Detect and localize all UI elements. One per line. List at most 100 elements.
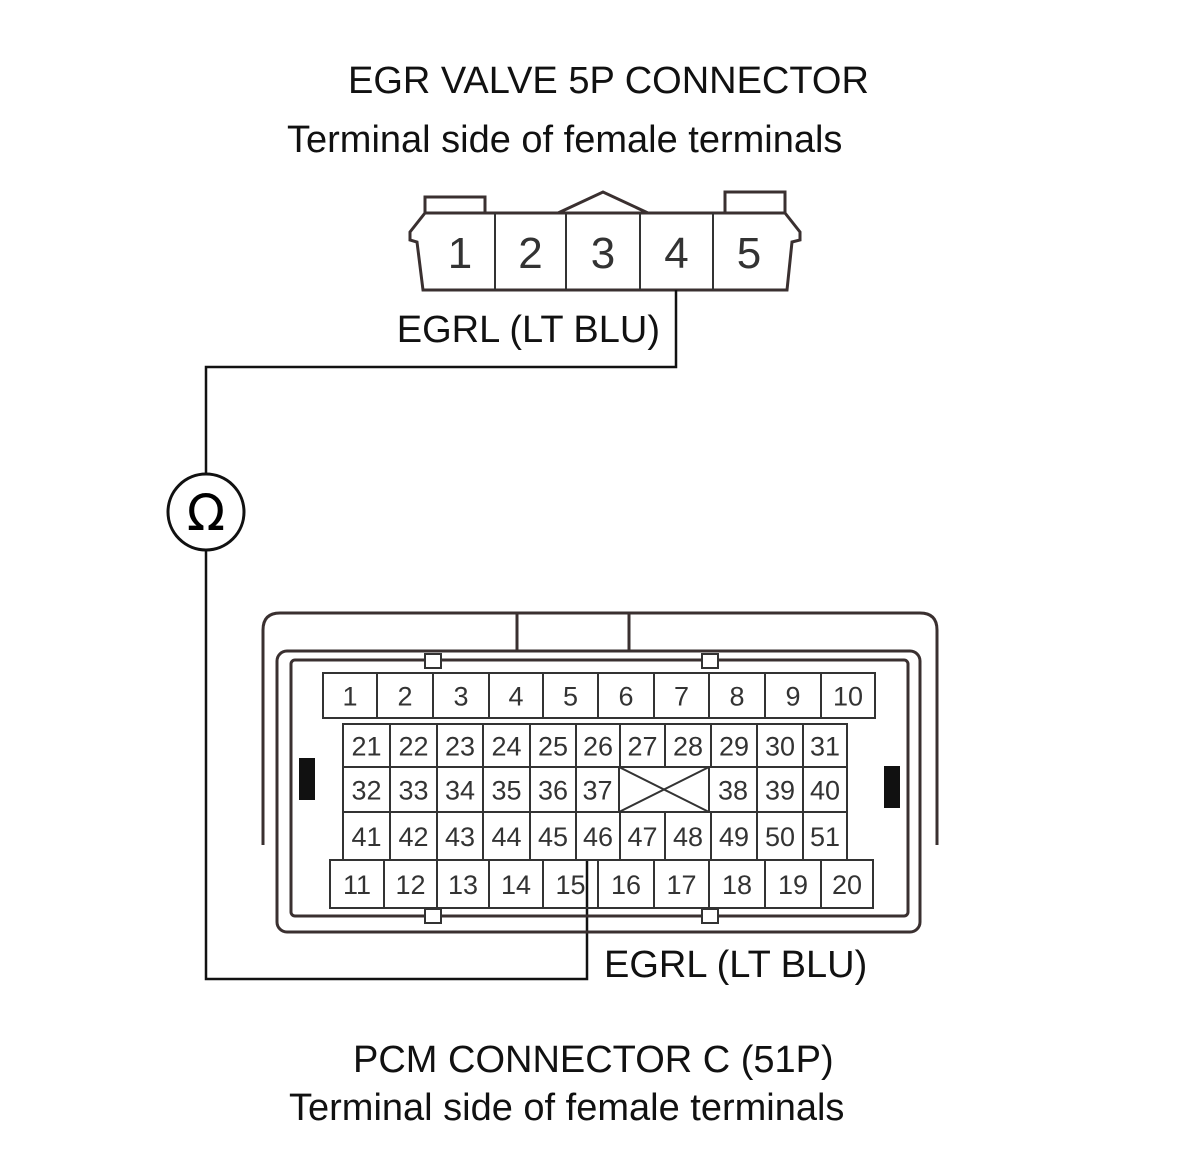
svg-text:43: 43 (445, 822, 475, 852)
pcm-pin-33: 33 (389, 766, 438, 813)
svg-text:4: 4 (508, 682, 523, 712)
svg-text:9: 9 (785, 682, 800, 712)
svg-text:46: 46 (583, 822, 613, 852)
pcm-pin-21: 21 (342, 723, 391, 768)
egr-pin-4: 4 (639, 213, 689, 290)
pcm-pin-37: 37 (575, 766, 620, 813)
svg-text:12: 12 (395, 870, 425, 900)
egr-connector-title: EGR VALVE 5P CONNECTOR (348, 60, 869, 102)
svg-text:5: 5 (737, 229, 761, 278)
pcm-pin-49: 49 (710, 811, 758, 861)
svg-text:8: 8 (729, 682, 744, 712)
pcm-pin-26: 26 (575, 723, 621, 768)
svg-text:17: 17 (666, 870, 696, 900)
svg-text:49: 49 (719, 822, 749, 852)
pcm-pin-36: 36 (529, 766, 577, 813)
pcm-pin-15: 15 (542, 859, 599, 909)
svg-text:40: 40 (810, 776, 840, 806)
pcm-pin-12: 12 (383, 859, 438, 909)
pcm-pin-32: 32 (342, 766, 391, 813)
pcm-pin-14: 14 (488, 859, 544, 909)
svg-text:5: 5 (563, 682, 578, 712)
svg-text:51: 51 (810, 822, 840, 852)
pcm-pin-30: 30 (756, 723, 804, 768)
pcm-pin-46: 46 (575, 811, 621, 861)
pcm-pin-20: 20 (820, 859, 874, 909)
svg-text:1: 1 (448, 229, 472, 278)
svg-text:15: 15 (555, 870, 585, 900)
svg-text:13: 13 (448, 870, 478, 900)
svg-text:33: 33 (398, 776, 428, 806)
svg-text:31: 31 (810, 732, 840, 762)
pcm-pin-39: 39 (756, 766, 804, 813)
pcm-pin-19: 19 (764, 859, 822, 909)
pcm-pin-5: 5 (542, 672, 599, 719)
egr-pin-3: 3 (565, 213, 615, 290)
pcm-pin-34: 34 (436, 766, 484, 813)
svg-text:7: 7 (674, 682, 689, 712)
pcm-pin-18: 18 (708, 859, 766, 909)
svg-text:14: 14 (501, 870, 531, 900)
svg-text:10: 10 (833, 682, 863, 712)
svg-text:26: 26 (583, 732, 613, 762)
svg-text:30: 30 (765, 732, 795, 762)
pcm-pin-35: 35 (482, 766, 531, 813)
pcm-pin-47: 47 (619, 811, 666, 861)
svg-text:41: 41 (351, 822, 381, 852)
svg-text:39: 39 (765, 776, 795, 806)
svg-text:4: 4 (664, 229, 688, 278)
pcm-pin-4: 4 (488, 672, 544, 719)
pcm-pin-31: 31 (802, 723, 848, 768)
svg-text:19: 19 (778, 870, 808, 900)
pcm-pin-27: 27 (619, 723, 666, 768)
pcm-pin-42: 42 (389, 811, 438, 861)
egr-pin-5: 5 (712, 213, 761, 290)
pcm-pin-17: 17 (653, 859, 710, 909)
pcm-pin-44: 44 (482, 811, 531, 861)
ohm-symbol: Ω (187, 484, 225, 542)
pcm-pin-22: 22 (389, 723, 438, 768)
pcm-pin-45: 45 (529, 811, 577, 861)
pcm-pin-40: 40 (802, 766, 848, 813)
pcm-pin-23: 23 (436, 723, 484, 768)
pcm-pin-7: 7 (653, 672, 710, 719)
svg-text:16: 16 (611, 870, 641, 900)
pcm-pin-43: 43 (436, 811, 484, 861)
svg-text:23: 23 (445, 732, 475, 762)
svg-text:42: 42 (398, 822, 428, 852)
pcm-pin-29: 29 (710, 723, 758, 768)
pcm-pin-11: 11 (329, 859, 385, 909)
svg-text:44: 44 (491, 822, 521, 852)
svg-text:22: 22 (398, 732, 428, 762)
pcm-connector-title: PCM CONNECTOR C (51P) (353, 1039, 834, 1081)
pcm-pin-38: 38 (708, 766, 758, 813)
svg-text:3: 3 (453, 682, 468, 712)
svg-text:37: 37 (582, 776, 612, 806)
svg-text:20: 20 (832, 870, 862, 900)
pcm-pin-2: 2 (376, 672, 434, 719)
svg-text:45: 45 (538, 822, 568, 852)
svg-text:21: 21 (351, 732, 381, 762)
svg-text:48: 48 (673, 822, 703, 852)
svg-text:32: 32 (351, 776, 381, 806)
svg-text:6: 6 (618, 682, 633, 712)
svg-text:11: 11 (343, 870, 371, 900)
svg-text:2: 2 (518, 229, 542, 278)
egr-wire-label: EGRL (LT BLU) (397, 309, 660, 351)
svg-text:38: 38 (718, 776, 748, 806)
svg-text:36: 36 (538, 776, 568, 806)
svg-text:2: 2 (397, 682, 412, 712)
svg-text:35: 35 (491, 776, 521, 806)
svg-text:24: 24 (491, 732, 521, 762)
egr-wire (204, 290, 678, 474)
pcm-pin-51: 51 (802, 811, 848, 861)
svg-text:47: 47 (627, 822, 657, 852)
pcm-pin-48: 48 (664, 811, 712, 861)
svg-text:28: 28 (673, 732, 703, 762)
pcm-pin-10: 10 (820, 672, 876, 719)
pcm-pin-13: 13 (436, 859, 490, 909)
svg-text:25: 25 (538, 732, 568, 762)
